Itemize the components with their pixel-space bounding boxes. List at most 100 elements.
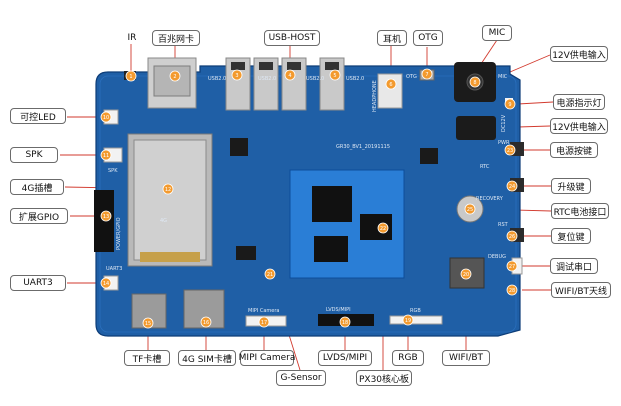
silk-usb20-c: USB2.0 [306,76,324,82]
label-rgb: RGB [392,350,424,366]
silk-rst: RST [498,222,509,228]
callout-marker: 12 [162,183,174,195]
chip-b [420,148,438,164]
callout-marker-number: 25 [467,207,473,213]
callout-marker-number: 28 [509,288,515,294]
callout-marker-dot [231,69,243,81]
callout-marker-dot [100,111,112,123]
label-lvds-mipi: LVDS/MIPI [318,350,372,366]
callout-marker-number: 11 [103,153,109,159]
callout-marker-dot [329,69,341,81]
callout-marker-dot [504,144,516,156]
label-power-in-mid: 12V供电输入 [550,118,608,134]
callout-marker-dot [504,98,516,110]
callout-marker-dot [469,76,481,88]
callout-marker-number: 14 [103,281,109,287]
silk-power-gpio: POWER/GPIO [116,217,122,250]
callout-marker: 6 [385,78,397,90]
callout-marker: 28 [506,284,518,296]
callout-marker-number: 18 [342,320,348,326]
callout-marker: 3 [231,69,243,81]
callout-marker: 16 [200,316,212,328]
silk-lvds: LVDS/MIPI [326,307,351,313]
callout-marker-dot [339,316,351,328]
callout-marker-dot [100,210,112,222]
callout-marker-number: 9 [508,102,511,108]
silk-4g: 4G [160,218,167,224]
label-mipi-camera: MIPI Camera [239,350,295,366]
callout-marker-number: 8 [473,80,476,86]
callout-marker: 24 [506,180,518,192]
silk-uart3: UART3 [106,266,122,272]
silk-pwr: PWR [498,140,510,146]
callout-marker-number: 4 [288,73,291,79]
callout-marker-number: 6 [389,82,392,88]
callout-marker: 7 [421,68,433,80]
callout-marker-dot [506,180,518,192]
core-soc [312,186,352,222]
callout-marker-dot [506,284,518,296]
label-power-led: 电源指示灯 [553,94,605,110]
callout-marker: 1 [125,70,137,82]
label-g-sensor: G-Sensor [276,370,326,386]
callout-marker-number: 27 [509,264,515,270]
callout-marker-number: 13 [103,214,109,220]
callout-marker-dot [402,314,414,326]
callout-marker: 21 [264,268,276,280]
rgb-connector [389,315,443,325]
callout-marker-dot [100,277,112,289]
callout-marker-number: 24 [509,184,515,190]
label-otg: OTG [413,30,443,46]
label-reset-key: 复位键 [551,228,591,244]
core-emmc [314,236,348,262]
label-power-in-top: 12V供电输入 [550,46,608,62]
silk-mic: MIC [498,74,508,80]
label-power-key: 电源按键 [550,142,598,158]
label-debug-uart: 调试串口 [550,258,598,274]
callout-marker-dot [125,70,137,82]
callout-marker: 14 [100,277,112,289]
callout-marker: 9 [504,98,516,110]
chip-a [230,138,248,156]
label-uart3: UART3 [10,275,66,291]
label-spk: SPK [10,147,58,163]
label-4g-slot: 4G插槽 [10,179,64,195]
usb-port-4-mouth [325,62,339,70]
callout-marker-number: 3 [235,73,238,79]
callout-marker-dot [377,222,389,234]
callout-marker-number: 12 [165,187,171,193]
callout-marker-dot [142,317,154,329]
callout-marker: 10 [100,111,112,123]
chip-c [236,246,256,260]
callout-marker: 22 [377,222,389,234]
callout-marker-dot [264,268,276,280]
callout-marker-dot [284,69,296,81]
headphone-jack [377,73,403,109]
callout-marker-number: 1 [129,74,132,80]
ethernet-jack-front [153,65,191,97]
silk-debug: DEBUG [488,254,506,260]
silk-recovery: RECOVERY [476,196,504,202]
callout-marker: 11 [100,149,112,161]
power-terminal [456,116,496,140]
callout-marker-dot [421,68,433,80]
callout-marker: 8 [469,76,481,88]
4g-slot-connector [140,252,200,262]
leader-power-in-top [509,54,551,73]
callout-marker-dot [464,203,476,215]
callout-marker-number: 10 [103,115,109,121]
tf-slot [131,293,167,329]
callout-marker-dot [169,70,181,82]
callout-marker-number: 21 [267,272,273,278]
callout-marker: 20 [460,268,472,280]
callout-marker: 18 [339,316,351,328]
callout-marker-number: 15 [145,321,151,327]
callout-marker-dot [162,183,174,195]
label-ethernet: 百兆网卡 [152,30,200,46]
callout-marker: 13 [100,210,112,222]
silk-headphone: HEADPHONE [372,80,378,112]
label-wifi-antenna: WIFI/BT天线 [551,282,611,298]
callout-marker-dot [200,316,212,328]
label-sim-slot: 4G SIM卡槽 [178,350,236,366]
